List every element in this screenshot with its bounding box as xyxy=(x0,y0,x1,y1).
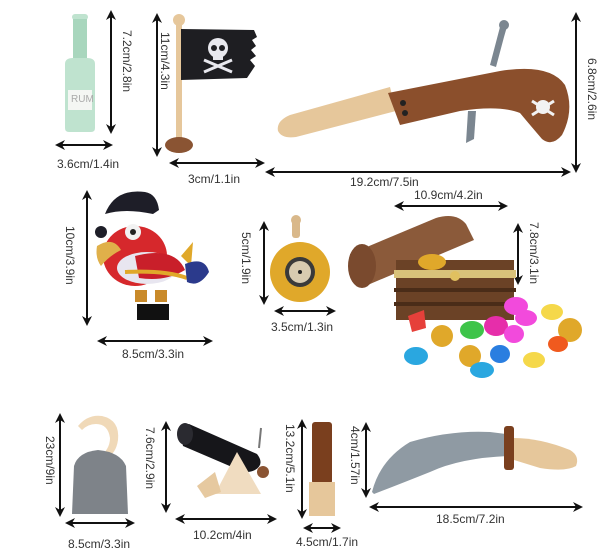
flintlock-pistol-width: 19.2cm/7.5in xyxy=(350,175,419,189)
parrot-product xyxy=(95,186,210,331)
cannon-product xyxy=(175,420,275,500)
width-arrow xyxy=(369,502,583,512)
cutlass-image xyxy=(372,426,578,494)
telescope-compass-image xyxy=(270,215,330,302)
rum-bottle-product: RUM xyxy=(55,14,105,134)
width-arrow xyxy=(265,167,571,177)
pirate-hook-width: 8.5cm/3.3in xyxy=(68,537,131,551)
width-arrow xyxy=(65,518,135,528)
treasure-chest-width: 10.9cm/4.2in xyxy=(414,188,483,202)
flintlock-pistol-image xyxy=(277,20,570,143)
parrot-width: 8.5cm/3.3in xyxy=(122,347,185,361)
treasure-chest-product xyxy=(346,210,591,380)
width-arrow xyxy=(394,201,508,211)
pirate-hook-height: 23cm/9in xyxy=(43,436,57,485)
pirate-hook-product xyxy=(68,414,133,518)
rum-bottle-image xyxy=(65,14,95,132)
height-arrow xyxy=(106,9,116,134)
telescope-compass-height: 5cm/1.9in xyxy=(239,232,253,285)
height-arrow xyxy=(161,421,171,513)
height-arrow xyxy=(513,223,523,285)
height-arrow xyxy=(297,419,307,519)
width-arrow xyxy=(274,306,336,316)
height-arrow xyxy=(82,190,92,326)
parrot-height: 10cm/3.9in xyxy=(63,226,77,285)
width-arrow xyxy=(303,523,341,533)
width-arrow xyxy=(97,336,213,346)
spyglass-height: 13.2cm/5.1in xyxy=(283,424,297,493)
spyglass-image xyxy=(309,422,335,516)
pirate-hook-image xyxy=(72,415,128,514)
cutlass-width: 18.5cm/7.2in xyxy=(436,512,505,526)
width-arrow xyxy=(169,158,265,168)
telescope-compass-width: 3.5cm/1.3in xyxy=(271,320,334,334)
height-arrow xyxy=(361,422,371,498)
cutlass-product xyxy=(370,420,585,498)
cannon-height: 7.6cm/2.9in xyxy=(143,427,157,490)
telescope-compass-product xyxy=(270,214,340,306)
rum-bottle-height: 7.2cm/2.8in xyxy=(120,30,134,93)
treasure-chest-image xyxy=(348,216,582,378)
cannon-width: 10.2cm/4in xyxy=(193,528,252,542)
spyglass-product xyxy=(307,420,337,518)
pirate-flag-image xyxy=(165,14,257,153)
parrot-image xyxy=(95,191,209,320)
flintlock-pistol-height: 6.8cm/2.6in xyxy=(585,58,599,121)
rum-bottle-width: 3.6cm/1.4in xyxy=(57,157,120,171)
cutlass-height: 4cm/1.57in xyxy=(348,426,362,485)
height-arrow xyxy=(259,221,269,305)
height-arrow xyxy=(55,413,65,517)
rum-label: RUM xyxy=(71,94,94,105)
width-arrow xyxy=(55,140,113,150)
height-arrow xyxy=(152,12,162,157)
pirate-flag-product xyxy=(164,12,264,157)
pirate-flag-width: 3cm/1.1in xyxy=(188,172,241,186)
cannon-image xyxy=(177,423,269,498)
height-arrow xyxy=(571,11,581,173)
width-arrow xyxy=(175,514,277,524)
flintlock-pistol-product xyxy=(260,15,570,155)
spyglass-width: 4.5cm/1.7in xyxy=(296,535,359,549)
